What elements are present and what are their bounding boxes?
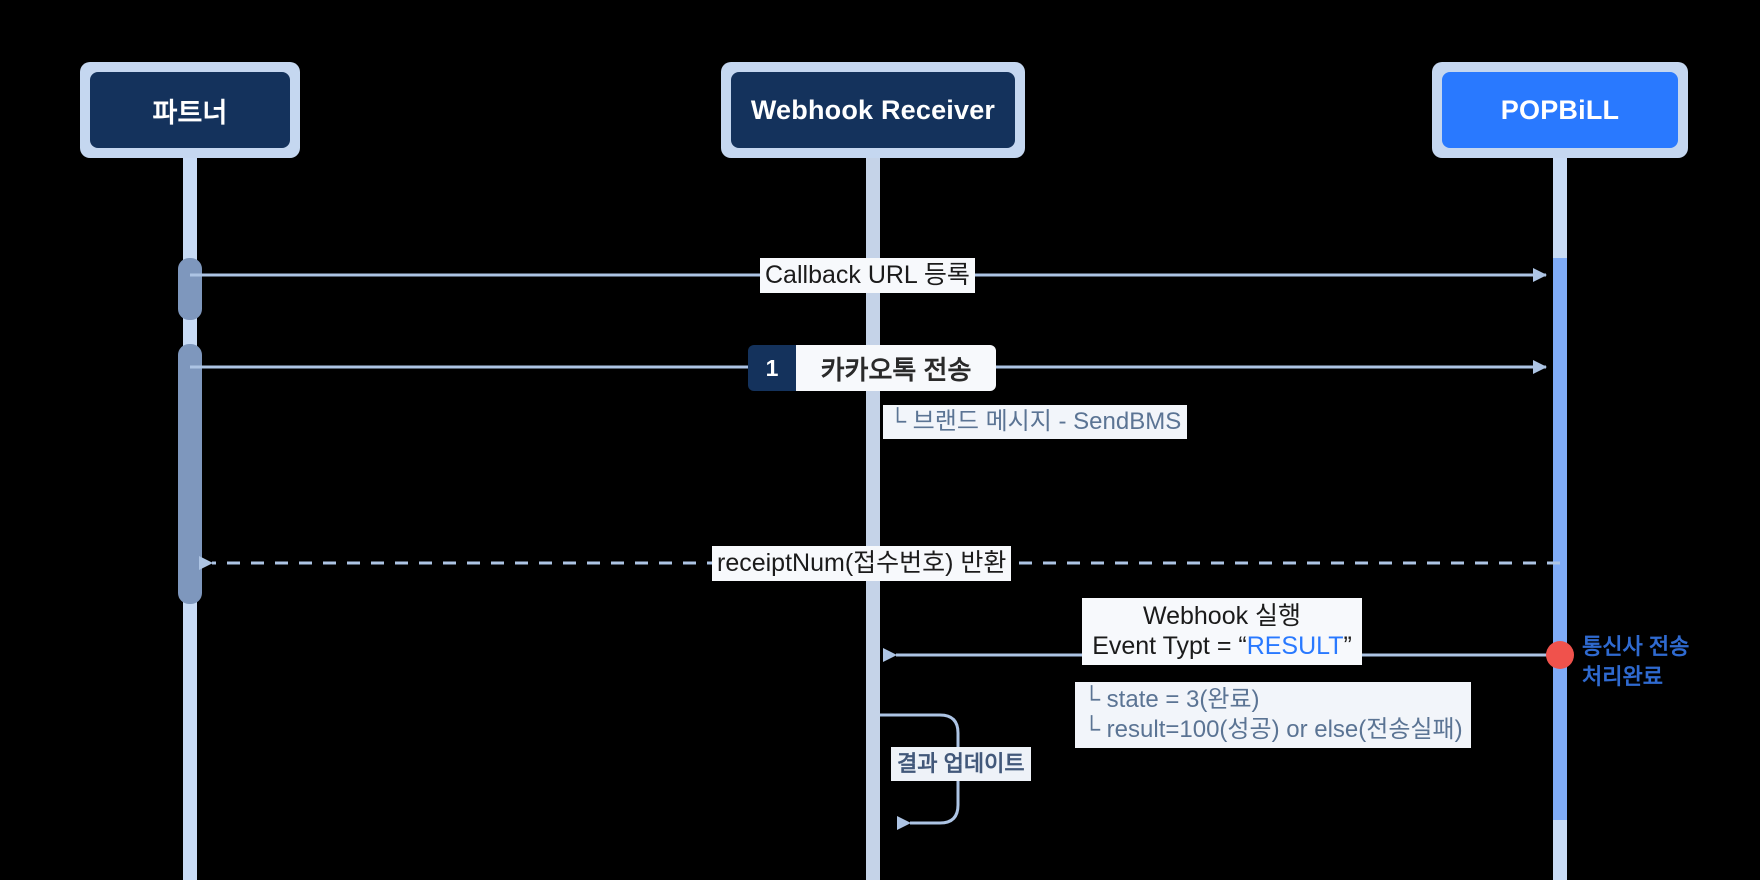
message-label-receipt-num: receiptNum(접수번호) 반환	[712, 546, 1012, 581]
event-marker-label-line1: 통신사 전송	[1582, 634, 1690, 659]
note-kakao-send-sendbms: └ 브랜드 메시지 - SendBMS	[883, 405, 1188, 439]
lifeline-popbill	[1553, 140, 1567, 880]
message-label-webhook-exec-line1: Webhook 실행	[1142, 602, 1302, 630]
actor-partner[interactable]: 파트너	[80, 62, 300, 158]
event-marker-label: 통신사 전송 처리완료	[1582, 632, 1689, 691]
step-badge-1: 1	[748, 345, 796, 391]
activation-partner-2	[178, 344, 202, 604]
message-label-webhook-exec: Webhook 실행 Event Typt = “RESULT”	[1082, 598, 1362, 665]
message-label-kakao-send: 카카오톡 전송	[796, 345, 996, 391]
event-marker-dot	[1546, 641, 1574, 669]
actor-popbill[interactable]: POPBiLL	[1432, 62, 1688, 158]
note-webhook-state-result: └ state = 3(완료) └ result=100(성공) or else…	[1075, 682, 1471, 748]
message-label-callback-url: Callback URL 등록	[760, 258, 975, 293]
activation-webhook	[866, 140, 880, 880]
event-type-prefix: Event Typt = “	[1092, 631, 1247, 660]
event-type-suffix: ”	[1343, 631, 1352, 660]
note-result: └ result=100(성공) or else(전송실패)	[1083, 716, 1463, 743]
actor-webhook-receiver-label: Webhook Receiver	[731, 72, 1015, 148]
actor-partner-label: 파트너	[90, 72, 290, 148]
message-label-result-update: 결과 업데이트	[891, 747, 1031, 781]
actor-webhook-receiver[interactable]: Webhook Receiver	[721, 62, 1025, 158]
event-marker-label-line2: 처리완료	[1582, 663, 1663, 689]
actor-popbill-label: POPBiLL	[1442, 72, 1678, 148]
event-type-value: RESULT	[1246, 631, 1344, 660]
note-state: └ state = 3(완료)	[1083, 686, 1260, 713]
message-label-webhook-exec-line2: Event Typt = “RESULT”	[1088, 632, 1356, 662]
